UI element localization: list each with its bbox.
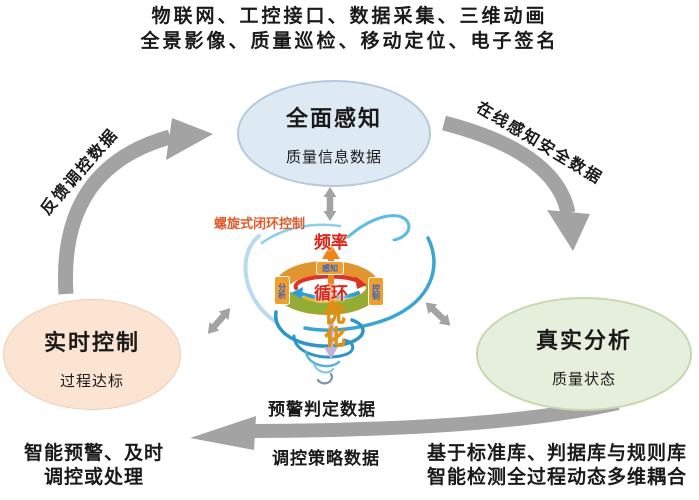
left-cycle-arrow	[57, 129, 173, 295]
exchange-arrow-left	[203, 304, 235, 338]
top-banner: 物联网、工控接口、数据采集、三维动画 全景影像、质量巡检、移动定位、电子签名	[0, 4, 699, 54]
exchange-arrow-top	[324, 187, 337, 221]
frequency-label: 频率	[314, 233, 348, 252]
note-bottom-left-line-2: 调控或处理	[43, 467, 144, 488]
note-bottom-right: 基于标准库、判据库与规则库 智能检测全过程动态多维耦合	[418, 442, 696, 490]
optimize-label: 优化	[322, 303, 346, 350]
exchange-arrow-right	[421, 298, 455, 331]
flow-label-warning: 预警判定数据	[268, 400, 376, 419]
node-analysis-title: 真实分析	[535, 328, 632, 353]
note-bottom-right-line-1: 基于标准库、判据库与规则库	[426, 443, 687, 464]
flow-label-strategy: 调控策略数据	[272, 449, 380, 468]
note-bottom-left-line-1: 智能预警、及时	[23, 443, 164, 464]
right-cycle-arrowhead	[547, 210, 590, 251]
ring-tab-control: 控制	[368, 277, 384, 306]
cycle-label: 循环	[314, 284, 348, 303]
node-analysis-subtitle: 质量状态	[551, 371, 616, 388]
left-cycle-arrowhead	[166, 118, 213, 160]
spiral-loop-title: 螺旋式闭环控制	[214, 216, 306, 231]
ring-tab-analysis: 分析	[274, 276, 290, 305]
note-bottom-left: 智能预警、及时 调控或处理	[8, 442, 180, 490]
optimize-down-arrow	[324, 318, 338, 359]
bottom-cycle-arrowhead	[190, 416, 256, 450]
node-control-subtitle: 过程达标	[59, 372, 124, 390]
node-perception-subtitle: 质量信息数据	[285, 148, 382, 166]
node-control-title: 实时控制	[43, 329, 140, 355]
right-cycle-arrow	[442, 115, 576, 215]
node-perception: 全面感知 质量信息数据	[237, 80, 431, 187]
ring-tab-perception: 感知	[316, 261, 344, 275]
node-realtime-control: 实时控制 过程达标	[3, 299, 181, 410]
node-perception-title: 全面感知	[285, 105, 382, 131]
note-bottom-right-line-2: 智能检测全过程动态多维耦合	[426, 467, 687, 488]
banner-line-1: 物联网、工控接口、数据采集、三维动画	[151, 6, 548, 27]
banner-line-2: 全景影像、质量巡检、移动定位、电子签名	[140, 31, 559, 52]
node-analysis: 真实分析 质量状态	[476, 297, 692, 411]
